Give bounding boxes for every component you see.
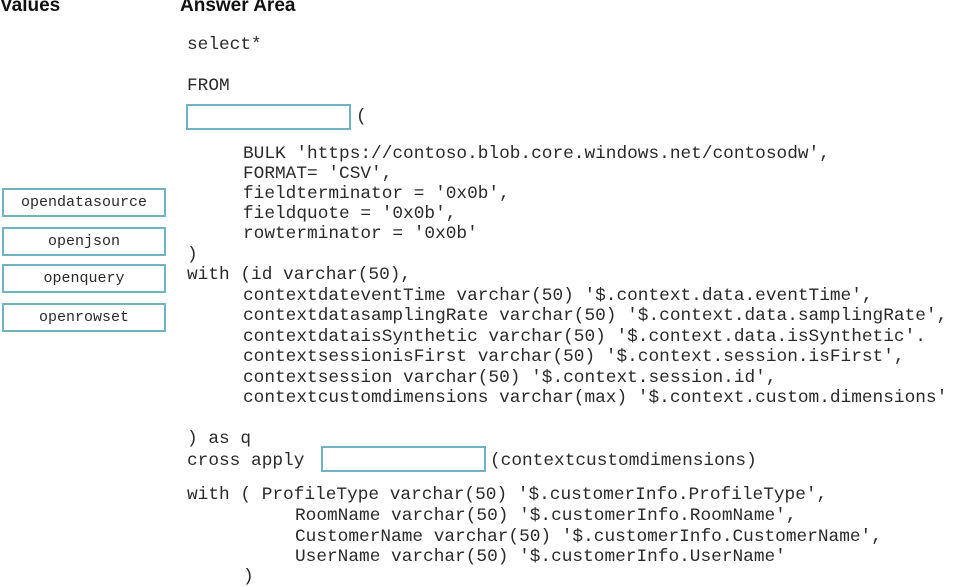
code-paren-close: ) [187,245,198,265]
answer-drop-target-1[interactable] [186,104,351,130]
code-paren-open: ( [356,107,367,127]
code-fieldterminator: fieldterminator = '0x0b', [243,184,510,204]
code-col-6: contextcustomdimensions varchar(max) '$.… [243,388,948,408]
code-format: FORMAT= 'CSV', [243,164,393,184]
value-openquery[interactable]: openquery [2,264,166,293]
value-openjson[interactable]: openjson [2,227,166,256]
code-col-3: contextdataisSynthetic varchar(50) '$.co… [243,327,926,347]
answer-area-header: Answer Area [180,0,296,16]
code-col-7: RoomName varchar(50) '$.customerInfo.Roo… [295,506,797,526]
code-col-5: contextsession varchar(50) '$.context.se… [243,368,777,388]
values-header: Values [0,0,61,16]
code-fieldquote: fieldquote = '0x0b', [243,204,457,224]
code-with-1: with (id varchar(50), [187,265,412,285]
code-cross-apply: cross apply [187,451,305,471]
value-openrowset[interactable]: openrowset [2,303,166,332]
code-cross-apply-arg: (contextcustomdimensions) [490,451,757,471]
code-final-paren: ) [243,567,254,587]
code-with-2: with ( ProfileType varchar(50) '$.custom… [187,485,828,505]
code-as-q: ) as q [187,429,252,449]
value-opendatasource[interactable]: opendatasource [2,188,166,217]
code-rowterminator: rowterminator = '0x0b' [243,224,478,244]
code-col-8: CustomerName varchar(50) '$.customerInfo… [295,527,882,547]
answer-drop-target-2[interactable] [321,446,486,472]
code-select: select* [187,35,262,55]
code-col-9: UserName varchar(50) '$.customerInfo.Use… [295,547,786,567]
code-col-2: contextdatasamplingRate varchar(50) '$.c… [243,306,948,326]
code-col-1: contextdateventTime varchar(50) '$.conte… [243,286,873,306]
code-from: FROM [187,76,230,96]
code-bulk: BULK 'https://contoso.blob.core.windows.… [243,144,830,164]
code-col-4: contextsessionisFirst varchar(50) '$.con… [243,347,905,367]
